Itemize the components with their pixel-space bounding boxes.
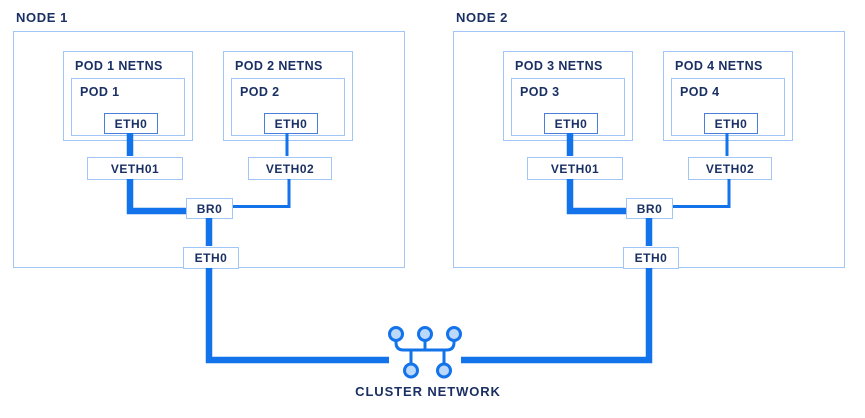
node-1-veth01-chip: VETH01 (87, 157, 183, 180)
pod-3-netns-label: POD 3 NETNS (515, 59, 603, 73)
cluster-icon-node (436, 362, 452, 379)
cluster-icon-node (388, 326, 404, 342)
node-1-label: NODE 1 (16, 10, 69, 25)
node-2-veth02-chip: VETH02 (688, 157, 772, 180)
pod-4-eth0-chip: ETH0 (704, 113, 758, 134)
node-1-box: NODE 1 POD 1 NETNS POD 1 ETH0 POD 2 NETN… (13, 10, 405, 269)
node2-eth0-to-cluster-link (461, 268, 653, 364)
node-2-label: NODE 2 (456, 10, 509, 25)
pod-1-netns-label: POD 1 NETNS (75, 59, 163, 73)
node-1-br0-chip: BR0 (186, 198, 233, 219)
pod-1-label: POD 1 (80, 85, 120, 99)
node-1-veth02-chip: VETH02 (248, 157, 332, 180)
pod-3-label: POD 3 (520, 85, 560, 99)
pod-2-netns-box: POD 2 NETNS POD 2 ETH0 (223, 51, 353, 141)
node1-eth0-to-cluster-link (205, 268, 389, 364)
pod-2-box: POD 2 ETH0 (231, 78, 345, 136)
cluster-icon-node (446, 326, 462, 342)
pod-2-label: POD 2 (240, 85, 280, 99)
cluster-network-label: CLUSTER NETWORK (355, 384, 501, 399)
pod-3-box: POD 3 ETH0 (511, 78, 625, 136)
pod-3-netns-box: POD 3 NETNS POD 3 ETH0 (503, 51, 633, 141)
pod-1-netns-box: POD 1 NETNS POD 1 ETH0 (63, 51, 193, 141)
pod-4-label: POD 4 (680, 85, 720, 99)
cluster-network-icon (388, 326, 462, 379)
pod-4-netns-label: POD 4 NETNS (675, 59, 763, 73)
cluster-icon-node (403, 362, 419, 379)
node-2-eth0-chip: ETH0 (623, 247, 679, 269)
node-2-veth01-chip: VETH01 (527, 157, 623, 180)
node-2-box: NODE 2 POD 3 NETNS POD 3 ETH0 POD 4 NETN… (453, 10, 845, 269)
pod-2-netns-label: POD 2 NETNS (235, 59, 323, 73)
pod-3-eth0-chip: ETH0 (544, 113, 598, 134)
pod-1-box: POD 1 ETH0 (71, 78, 185, 136)
pod-2-eth0-chip: ETH0 (264, 113, 318, 134)
cluster-icon-bus (394, 338, 456, 352)
pod-4-netns-box: POD 4 NETNS POD 4 ETH0 (663, 51, 793, 141)
cluster-icon-node (417, 326, 433, 342)
pod-1-eth0-chip: ETH0 (104, 113, 158, 134)
node-2-br0-chip: BR0 (626, 198, 673, 219)
pod-4-box: POD 4 ETH0 (671, 78, 785, 136)
node-1-eth0-chip: ETH0 (183, 247, 239, 269)
